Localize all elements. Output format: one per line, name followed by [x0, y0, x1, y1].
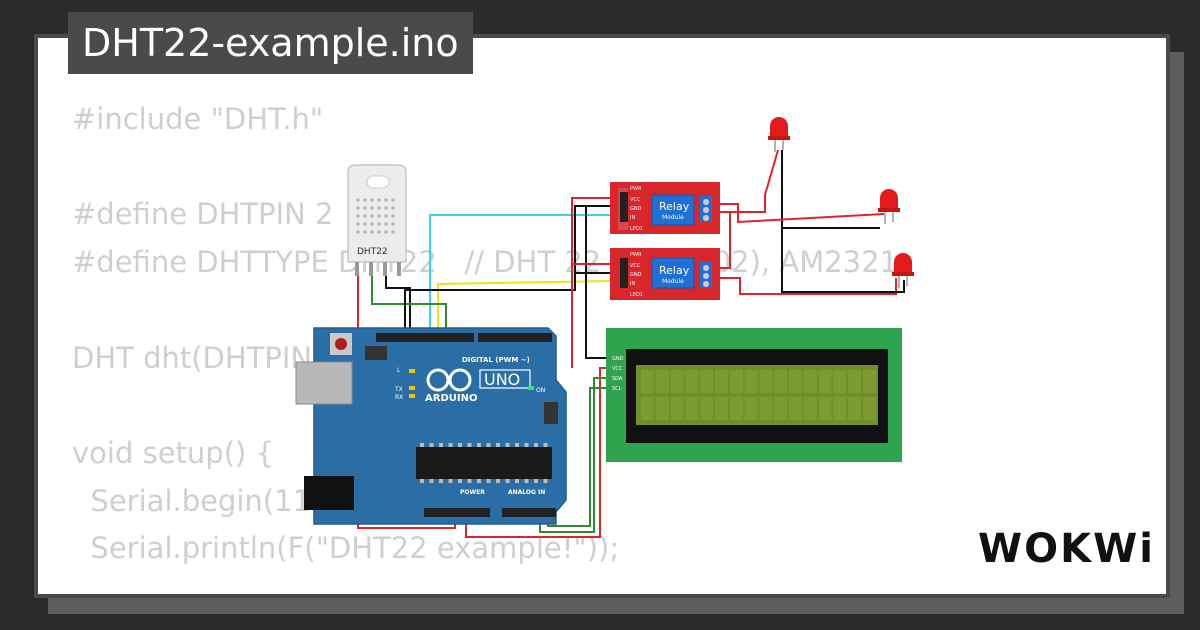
relay-bottom-title: Relay — [659, 264, 690, 277]
code-line: #include "DHT.h" — [72, 102, 324, 136]
relay-top-pin-vcc: VCC — [630, 197, 641, 203]
lcd-pin-sda: SDA — [612, 376, 623, 382]
relay-top-title: Relay — [659, 200, 690, 213]
arduino-power-label: POWER — [460, 489, 485, 496]
arduino-logo-icon — [426, 368, 472, 392]
preview-card: #include "DHT.h" #define DHTPIN 2 #defin… — [34, 34, 1170, 598]
code-line: #define DHTPIN 2 — [72, 197, 334, 232]
led1-red-wire — [720, 149, 779, 213]
dht22-sensor[interactable]: DHT22 — [347, 164, 407, 276]
red-led-3[interactable] — [892, 253, 914, 288]
lcd-character-cells — [641, 370, 876, 420]
wokwi-logo: WOKWi — [978, 526, 1155, 572]
led3-black-wire — [781, 228, 905, 293]
relay-top-pin-led: LED1 — [630, 226, 643, 232]
arduino-uno-board[interactable]: UNO ARDUINO DIGITAL (PWM ~) POWER ANALOG… — [295, 327, 567, 525]
dht-vent-grid — [356, 198, 395, 234]
arduino-led-l: L — [397, 367, 401, 374]
relay-top-pin-pwr: PWR — [630, 186, 642, 192]
dht-data-wire — [371, 275, 447, 338]
relay-bottom-pin-in: IN — [630, 281, 635, 287]
lcd-pin-gnd: GND — [612, 356, 624, 362]
dht-gnd-wire — [385, 275, 411, 338]
arduino-on-label: ON — [536, 387, 545, 394]
sketch-title: DHT22-example.ino — [68, 12, 473, 74]
red-led-1[interactable] — [768, 117, 790, 152]
red-led-2[interactable] — [878, 189, 900, 224]
lcd-pin-vcc: VCC — [612, 366, 623, 372]
relay-bottom-pin-gnd: GND — [630, 272, 642, 278]
arduino-brand: ARDUINO — [425, 393, 477, 404]
sda-wire — [539, 377, 610, 533]
arduino-led-tx: TX — [394, 386, 403, 393]
vcc-bus-wire — [465, 367, 610, 538]
wires — [357, 149, 905, 538]
relay-bottom-pin-pwr: PWR — [630, 252, 642, 258]
relay-bottom-pin-led: LED1 — [630, 292, 643, 298]
lcd-pin-scl: SCL — [612, 386, 622, 392]
code-line: Serial.println(F("DHT22 example!")); — [72, 531, 620, 566]
relay-vcc-wire — [571, 197, 610, 368]
relay-bottom-sub: Module — [662, 278, 684, 285]
relay-top-pin-gnd: GND — [630, 206, 642, 212]
chip-pins — [420, 443, 548, 483]
relay-bottom-pin-vcc: VCC — [630, 263, 641, 269]
arduino-led-rx: RX — [395, 394, 403, 401]
dht-label: DHT22 — [357, 247, 388, 257]
arduino-analog-label: ANALOG IN — [508, 489, 545, 496]
relay-module-bottom[interactable]: Relay Module PWR VCC GND IN LED1 — [610, 248, 720, 300]
code-line: void setup() { — [72, 435, 274, 470]
led2-red-wire — [720, 203, 885, 224]
arduino-model: UNO — [484, 370, 520, 389]
relay-top-pin-in: IN — [630, 215, 635, 221]
lcd-1602-display[interactable]: GND VCC SDA SCL — [606, 328, 902, 462]
relay-cross-red-wire — [720, 212, 731, 269]
lcd-gnd-wire — [585, 206, 610, 359]
relay-top-sub: Module — [662, 214, 684, 221]
arduino-digital-label: DIGITAL (PWM ~) — [462, 356, 530, 364]
led3-red-wire — [720, 277, 897, 295]
relay-module-top[interactable]: Relay Module PWR VCC GND IN LED1 — [610, 182, 720, 234]
yellow-wire — [437, 280, 611, 338]
cyan-wire — [429, 214, 610, 338]
